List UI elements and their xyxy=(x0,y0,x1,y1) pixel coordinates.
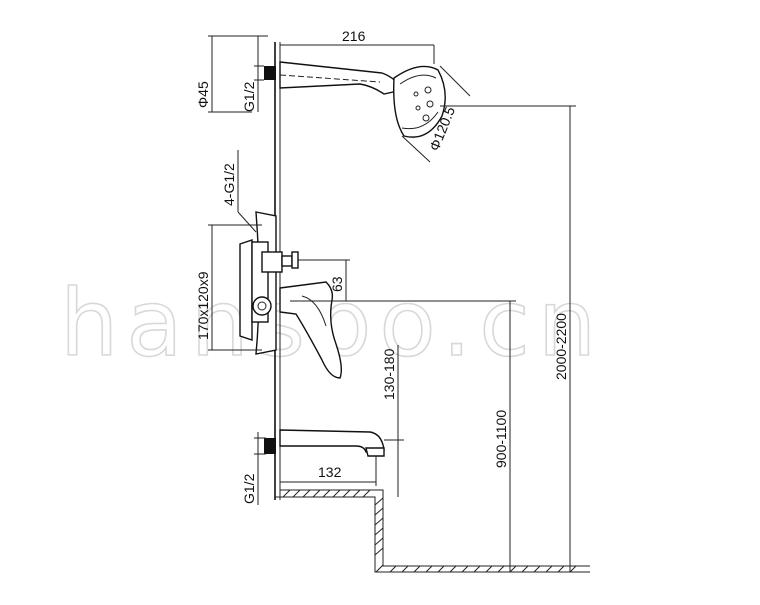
mixer-body xyxy=(239,211,299,355)
svg-text:G1/2: G1/2 xyxy=(241,473,257,504)
svg-text:132: 132 xyxy=(318,464,342,480)
svg-text:Φ45: Φ45 xyxy=(195,81,211,108)
dim-mixer-height: 900-1100 xyxy=(290,300,516,572)
svg-text:170x120x9: 170x120x9 xyxy=(195,271,211,340)
dim-screws: 4-G1/2 xyxy=(221,150,257,233)
dim-spout-thread: G1/2 xyxy=(241,432,266,505)
dim-spout-height: 130-180 xyxy=(381,345,404,497)
dim-flange: Φ45 G1/2 xyxy=(195,35,268,113)
dim-outlet-offset: 63 xyxy=(298,259,350,301)
svg-text:130-180: 130-180 xyxy=(381,348,397,400)
dim-spout-length: 132 xyxy=(280,456,377,486)
dim-plate: 170x120x9 xyxy=(195,224,262,351)
dim-arm-length: 216 xyxy=(279,28,435,64)
svg-text:G1/2: G1/2 xyxy=(241,81,257,112)
svg-text:216: 216 xyxy=(342,28,366,44)
svg-text:4-G1/2: 4-G1/2 xyxy=(221,163,237,206)
shower-arm xyxy=(264,61,404,95)
dim-head-height: 2000-2200 xyxy=(440,105,576,572)
floor-tub xyxy=(275,489,590,573)
bath-spout xyxy=(264,429,385,457)
svg-text:900-1100: 900-1100 xyxy=(493,410,509,468)
shower-head xyxy=(393,65,446,138)
mixer-lever xyxy=(279,281,343,379)
svg-text:63: 63 xyxy=(329,276,345,292)
svg-text:2000-2200: 2000-2200 xyxy=(553,313,569,380)
